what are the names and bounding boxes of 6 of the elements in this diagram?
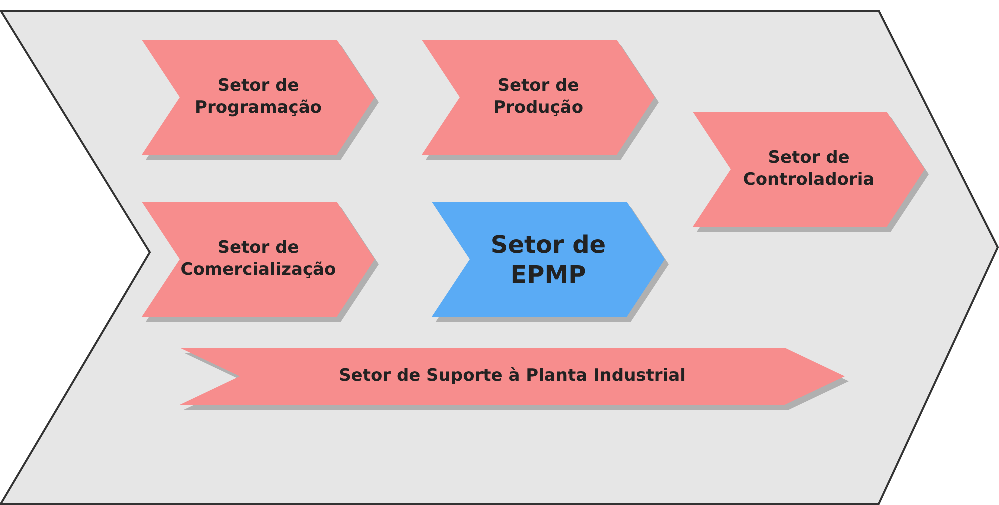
sector-label: Setor de Comercialização xyxy=(180,238,338,281)
sector-label: Setor de Suporte à Planta Industrial xyxy=(338,366,687,388)
sector-label: Setor de Controladoria xyxy=(742,148,876,191)
sector-label: Setor de Programação xyxy=(194,76,323,119)
sector-label: Setor de Produção xyxy=(492,76,585,119)
sector-label: Setor de EPMP xyxy=(490,230,608,290)
